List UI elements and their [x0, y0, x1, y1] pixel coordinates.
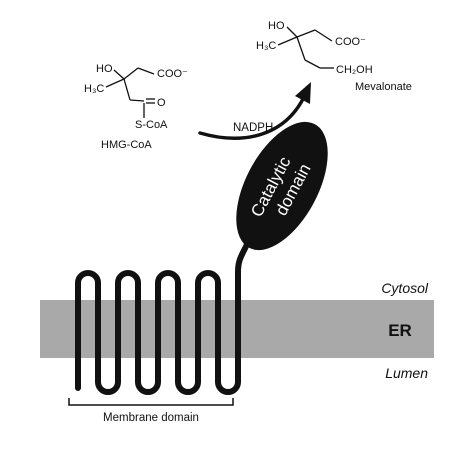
hmg-coa-ho: HO	[96, 63, 113, 75]
cytosol-label: Cytosol	[381, 280, 429, 296]
mevalonate-h3c: H₃C	[256, 40, 276, 52]
mevalonate-name: Mevalonate	[355, 81, 412, 93]
reaction-arrowhead	[295, 82, 311, 104]
reaction-arrow	[198, 95, 306, 140]
mevalonate-ho: HO	[268, 20, 285, 32]
membrane-domain-bracket	[68, 398, 234, 406]
lumen-label: Lumen	[385, 365, 428, 381]
mevalonate-ch2oh: CH₂OH	[336, 64, 373, 76]
mevalonate-structure: HO H₃C COO⁻ CH₂OH Mevalonate	[256, 20, 412, 93]
transmembrane-helices	[75, 237, 252, 395]
hmg-coa-h3c: H₃C	[84, 83, 104, 95]
hmg-coa-s-coa: S-CoA	[135, 119, 168, 131]
hmg-coa-coo: COO⁻	[157, 68, 188, 80]
hmg-coa-name: HMG-CoA	[101, 139, 152, 151]
hmg-coa-structure: HO H₃C COO⁻ O S-CoA HMG-CoA	[84, 63, 188, 151]
nadph-label: NADPH	[233, 122, 273, 134]
er-label: ER	[388, 321, 412, 340]
membrane-domain-label: Membrane domain	[103, 412, 199, 424]
mevalonate-coo: COO⁻	[335, 36, 366, 48]
catalytic-domain	[236, 121, 328, 251]
hmg-coa-carbonyl-o: O	[157, 97, 166, 109]
